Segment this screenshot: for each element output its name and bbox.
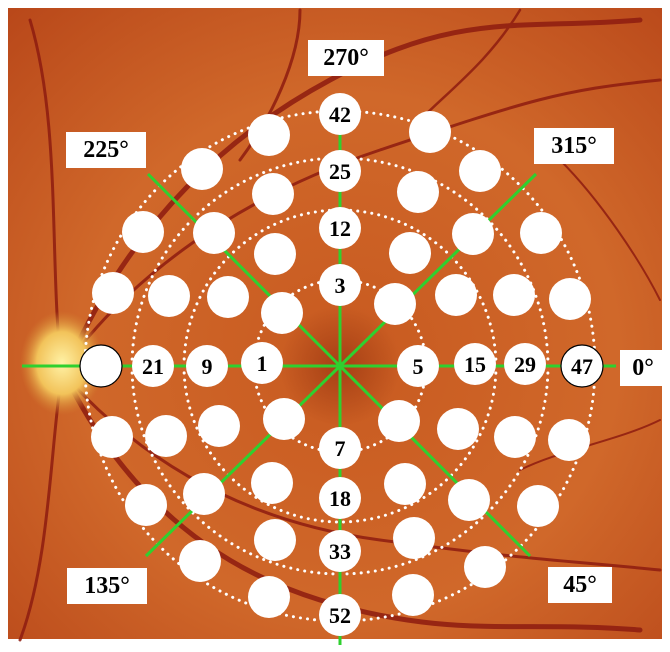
stimulus-spot (91, 416, 133, 458)
spot-number-18: 18 (329, 486, 351, 511)
angle-label-315: 315° (534, 128, 614, 164)
stimulus-spot (437, 408, 479, 450)
stimulus-spot (435, 274, 477, 316)
stimulus-spot (80, 345, 122, 387)
stimulus-spot (494, 416, 536, 458)
spot-number-42: 42 (329, 102, 351, 127)
stimulus-spot (448, 479, 490, 521)
spot-number-15: 15 (464, 352, 486, 377)
stimulus-spot (248, 114, 290, 156)
spot-number-9: 9 (202, 354, 213, 379)
stimulus-spot (207, 276, 249, 318)
spot-number-33: 33 (329, 539, 351, 564)
spot-number-5: 5 (413, 354, 424, 379)
stimulus-spot (251, 462, 293, 504)
stimulus-spot (148, 275, 190, 317)
stimulus-spot (248, 576, 290, 618)
angle-label-270: 270° (308, 40, 384, 76)
stimulus-spot (254, 233, 296, 275)
spot-number-25: 25 (329, 159, 351, 184)
stimulus-spot (452, 213, 494, 255)
stimulus-spot (122, 211, 164, 253)
stimulus-spot (378, 400, 420, 442)
stimulus-spot (549, 278, 591, 320)
stimulus-spot (145, 415, 187, 457)
stimulus-spot (392, 574, 434, 616)
stimulus-spot (254, 519, 296, 561)
stimulus-spot (464, 546, 506, 588)
angle-label-135: 135° (67, 568, 147, 604)
stimulus-spot (397, 171, 439, 213)
angle-label-45: 45° (548, 567, 612, 603)
stimulus-spot (183, 473, 225, 515)
spot-number-12: 12 (329, 216, 351, 241)
stimulus-spot (125, 484, 167, 526)
stimulus-spot (548, 419, 590, 461)
angle-label-225: 225° (66, 132, 146, 168)
stimulus-spot (92, 272, 134, 314)
stimulus-spot (198, 405, 240, 447)
stimulus-spot (493, 274, 535, 316)
stimulus-spot (181, 148, 223, 190)
stimulus-spot (389, 232, 431, 274)
stimulus-spot (179, 540, 221, 582)
stimulus-spot (261, 292, 303, 334)
spot-number-47: 47 (571, 354, 593, 379)
spot-number-7: 7 (335, 436, 346, 461)
stimulus-spot (252, 173, 294, 215)
angle-label-0: 0° (620, 350, 666, 386)
spot-number-1: 1 (257, 351, 268, 376)
spot-number-21: 21 (142, 354, 164, 379)
stimulus-spot (517, 485, 559, 527)
spot-number-29: 29 (514, 352, 536, 377)
stimulus-spot (384, 463, 426, 505)
stimulus-spot (193, 212, 235, 254)
spot-number-52: 52 (329, 603, 351, 628)
stimulus-spot (459, 150, 501, 192)
stimulus-spot (409, 111, 451, 153)
stimulus-spot (263, 398, 305, 440)
spot-number-3: 3 (335, 273, 346, 298)
stimulus-spot (393, 517, 435, 559)
stimulus-spot (374, 283, 416, 325)
stimulus-spot (520, 212, 562, 254)
